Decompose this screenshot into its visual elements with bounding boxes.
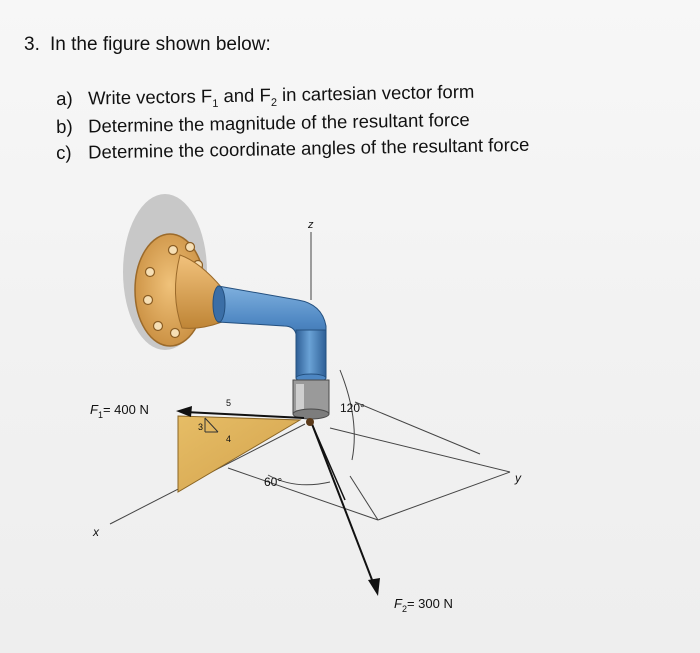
slope-plane bbox=[177, 415, 302, 493]
projection-line bbox=[227, 467, 379, 521]
f1-value: = 400 N bbox=[103, 402, 149, 417]
triangle-hyp bbox=[204, 417, 219, 433]
part-c-text: Determine the coordinate angles of the r… bbox=[87, 133, 530, 163]
angle-120-label: 120° bbox=[340, 401, 365, 415]
part-c: c) Determine the coordinate angles of the… bbox=[56, 134, 529, 164]
angle-arc-60 bbox=[267, 474, 331, 486]
y-axis bbox=[329, 427, 511, 473]
x-axis-label: x bbox=[92, 525, 100, 539]
force-diagram: z 120° y x 60° 5 3 4 F1= 400 N bbox=[90, 194, 522, 614]
f2-symbol: F bbox=[394, 596, 403, 611]
f2-subscript: 2 bbox=[402, 604, 407, 614]
y-axis-label: y bbox=[514, 471, 522, 485]
f1-label: F1= 400 N bbox=[90, 402, 149, 420]
question-intro: In the figure shown below: bbox=[50, 34, 271, 55]
f1-symbol: F bbox=[90, 402, 99, 417]
pipe-end-cap bbox=[292, 379, 330, 420]
force-origin bbox=[306, 418, 314, 426]
part-b-text: Determine the magnitude of the resultant… bbox=[87, 108, 470, 137]
part-b: b) Determine the magnitude of the resulta… bbox=[56, 109, 470, 138]
projection-line-2 bbox=[349, 475, 379, 521]
f1-subscript: 1 bbox=[98, 410, 103, 420]
reducer-cone bbox=[174, 254, 223, 329]
angle-arc-120 bbox=[339, 369, 355, 461]
part-c-letter: c) bbox=[56, 141, 72, 163]
triangle-label-4: 4 bbox=[226, 434, 231, 444]
ref-line-right bbox=[377, 471, 511, 521]
f2-component-line bbox=[311, 423, 346, 501]
triangle-label-3: 3 bbox=[198, 422, 203, 432]
part-a-text-mid: and F bbox=[218, 84, 271, 107]
f2-arrow-shaft bbox=[311, 423, 375, 586]
part-a-letter: a) bbox=[56, 87, 73, 109]
part-a-text-post: in cartesian vector form bbox=[276, 80, 475, 106]
vertical-pipe bbox=[295, 329, 327, 379]
part-a-text-pre: Write vectors F bbox=[87, 85, 213, 109]
part-a: a)Write vectors F1 and F2 in cartesian v… bbox=[56, 81, 475, 113]
part-b-letter: b) bbox=[56, 115, 73, 137]
f2-arrow-head bbox=[368, 578, 380, 596]
f2-label: F2= 300 N bbox=[394, 596, 453, 614]
z-axis-label: z bbox=[307, 219, 314, 231]
f1-arrow-shaft bbox=[184, 411, 305, 419]
ref-line-mid bbox=[354, 401, 481, 455]
question-number: 3. bbox=[24, 34, 40, 55]
angle-60-label: 60° bbox=[264, 475, 282, 489]
f1-arrow-head bbox=[176, 406, 192, 417]
f2-value: = 300 N bbox=[407, 596, 453, 611]
triangle-label-5: 5 bbox=[226, 398, 231, 408]
